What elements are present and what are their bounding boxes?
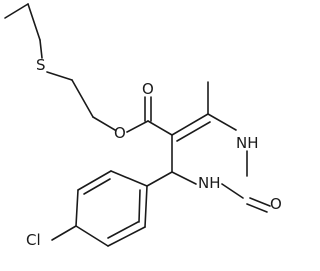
bond-ch2-ch2 [27,3,41,41]
atom-nh-top: NH [236,134,259,152]
bond-ph-5-6 [107,226,146,247]
atom-sulfur: S [36,56,46,74]
atom-carbonyl-oxygen: O [270,195,282,213]
bond-ch2-s [39,39,43,59]
ester-group [126,96,173,136]
bond-ph-4-5 [75,225,109,247]
molecule-structure: S O O NH NH O Cl [4,3,282,249]
bond-ph-1-2 [110,170,148,187]
bond-ph-6-1 [144,185,148,228]
bond-ph-inner-b [107,221,139,239]
bond-n3-c4 [171,171,197,185]
bond-c5-c6-b [176,121,211,142]
bond-c6-n1 [207,113,237,131]
ethylthio-chain [4,3,116,131]
atom-ester-oxygen-single: O [114,124,126,142]
bond-c5-c6-a [171,113,209,136]
bond-ch2-ch2-b [71,79,94,118]
bond-ph-inner-c [138,189,141,223]
chlorophenyl-ring [51,170,173,247]
atom-nh-bottom: NH [198,174,221,192]
bond-c4-ph [146,171,173,187]
bond-ph-3-4 [75,189,79,227]
atom-ester-oxygen-double: O [142,80,154,98]
bond-c2-o-b [246,203,268,213]
bond-ph-inner-a [83,178,111,195]
bond-ph-2-3 [77,170,112,191]
bond-c2-n3 [221,183,244,199]
bond-ch2-o [92,116,116,131]
bond-ph-cl [51,225,77,241]
bond-s-ch2 [46,71,73,81]
dihydropyrimidine-ring [171,81,271,213]
bond-ch3-ch2 [4,3,29,19]
bond-o-carbonyl [126,120,149,133]
bond-carbonyl-c5 [147,120,173,136]
atom-chlorine: Cl [26,231,41,249]
bond-c2-o-a [249,197,271,207]
